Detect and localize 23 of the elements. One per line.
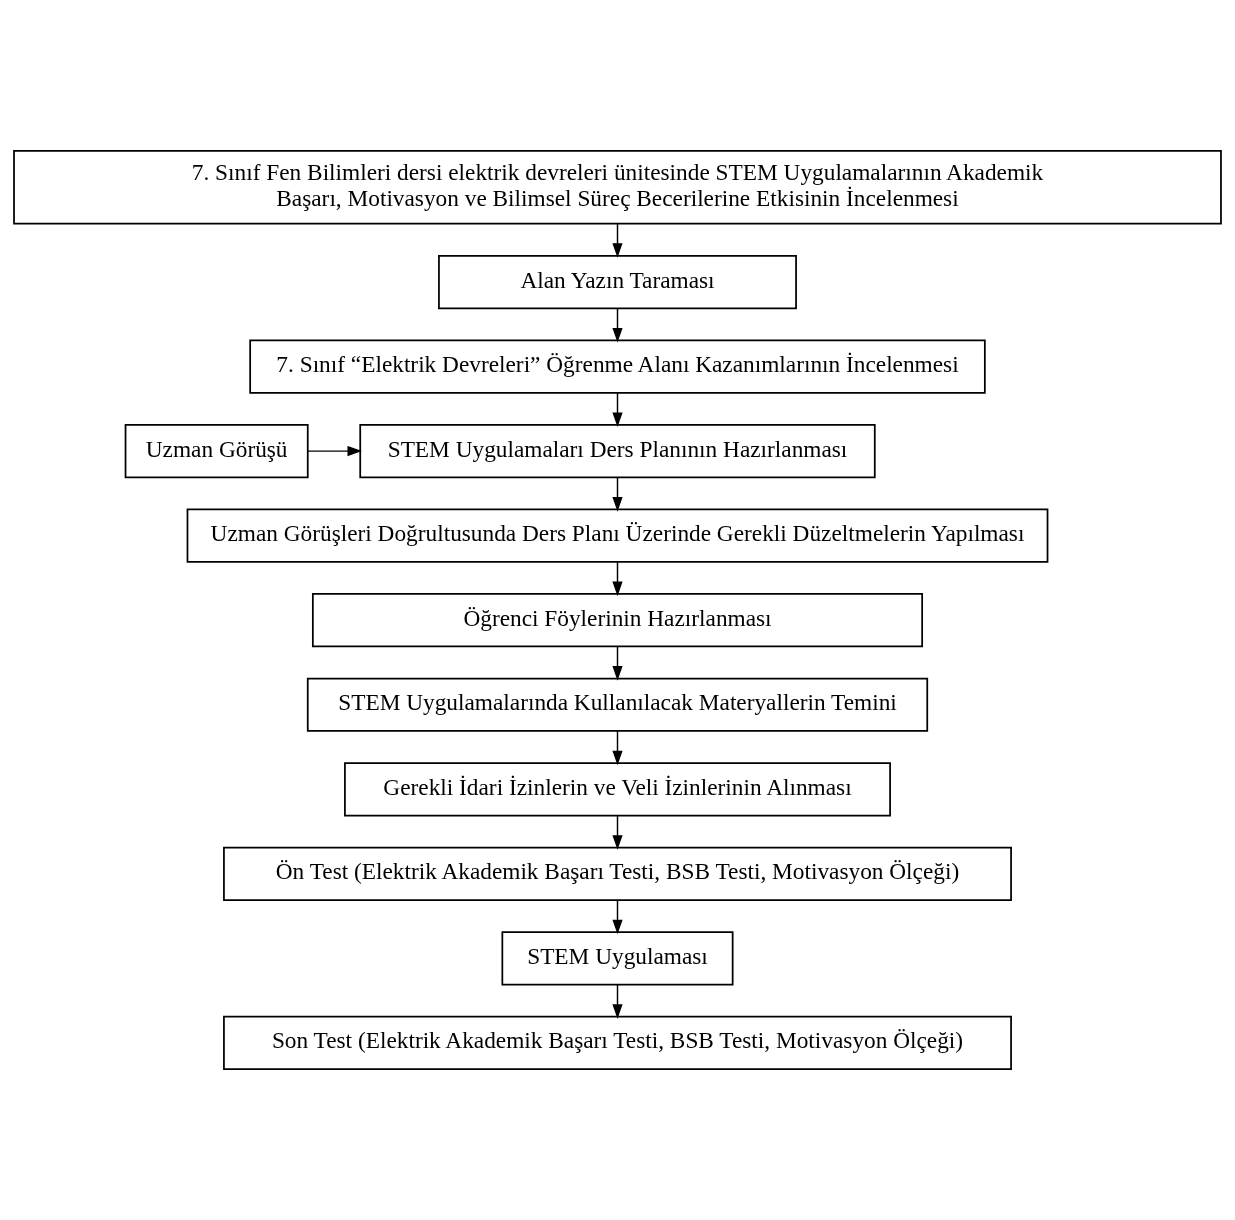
arrow xyxy=(612,984,623,1019)
node-box: Öğrenci Föylerinin Hazırlanması xyxy=(311,593,924,648)
node-box: 7. Sınıf “Elektrik Devreleri” Öğrenme Alanı Kazanımlarının İncelenmesi xyxy=(249,339,986,394)
arrow xyxy=(612,561,623,597)
arrow xyxy=(612,392,623,428)
node-box: 7. Sınıf Fen Bilimleri dersi elektrik devreleri ünitesinde STEM Uygulamalarının Akademik Başarı, Motivasyon ve Bilimsel Süreç Becerilerine Etkisinin İncelenmesi xyxy=(13,149,1222,225)
node-box: Uzman Görüşleri Doğrultusunda Ders Planı Üzerinde Gerekli Düzeltmelerin Yapılması xyxy=(186,508,1049,563)
arrow xyxy=(612,899,623,935)
node-box: Son Test (Elektrik Akademik Başarı Testi, BSB Testi, Motivasyon Ölçeği) xyxy=(223,1015,1012,1071)
arrow xyxy=(612,307,623,343)
node-box: STEM Uygulamaları Ders Planının Hazırlanması xyxy=(359,424,876,479)
node-box: STEM Uygulaması xyxy=(501,931,734,986)
arrow xyxy=(612,730,623,766)
node-box: Alan Yazın Taraması xyxy=(438,254,797,310)
arrow xyxy=(307,446,363,457)
node-box: Gerekli İdari İzinlerin ve Veli İzinlerinin Alınması xyxy=(344,762,891,817)
node-box: STEM Uygulamalarında Kullanılacak Materyallerin Temini xyxy=(306,677,929,732)
arrow xyxy=(612,476,623,512)
arrow xyxy=(612,645,623,681)
arrow xyxy=(612,814,623,850)
arrow xyxy=(612,223,623,258)
node-box: Ön Test (Elektrik Akademik Başarı Testi, BSB Testi, Motivasyon Ölçeği) xyxy=(223,846,1012,901)
node-box: Uzman Görüşü xyxy=(124,424,309,479)
